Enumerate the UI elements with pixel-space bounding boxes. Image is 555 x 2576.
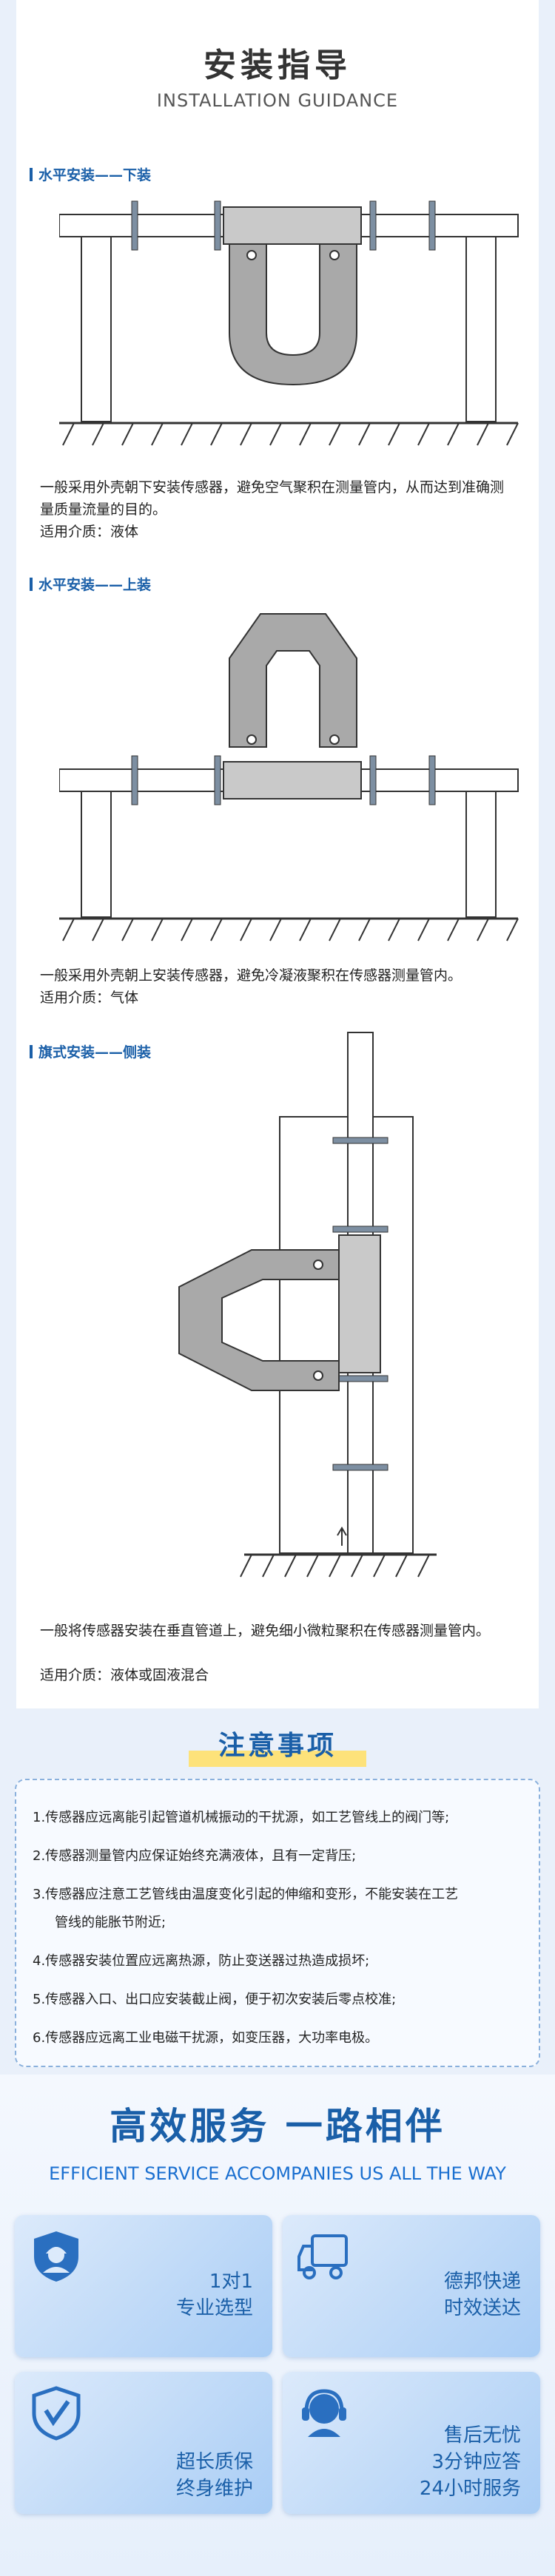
page-title: 安装指导 [204, 47, 352, 84]
notes-title: 注意事项 [0, 1720, 555, 1767]
top-mount-diagram [59, 613, 519, 942]
note-item: 4.传感器安装位置应远离热源，防止变送器过热造成损坏; [33, 1953, 370, 1969]
note-item: 5.传感器入口、出口应安装截止阀，便于初次安装后零点校准; [33, 1992, 397, 2007]
card-line: 时效送达 [443, 2297, 521, 2319]
note-item: 2.传感器测量管内应保证始终充满液体，且有一定背压; [33, 1848, 357, 1864]
card-line: 24小时服务 [419, 2478, 521, 2500]
card-line: 专业选型 [175, 2297, 253, 2319]
page-subtitle: INSTALLATION GUIDANCE [156, 90, 399, 111]
headset-icon [302, 2389, 346, 2437]
note-item: 3.传感器应注意工艺管线由温度变化引起的伸缩和变形，不能安装在工艺 [33, 1887, 459, 1902]
card-line: 1对1 [209, 2271, 253, 2293]
bottom-mount-diagram [59, 200, 519, 446]
notes-box: 1.传感器应远离能引起管道机械振动的干扰源，如工艺管线上的阀门等; 2.传感器测… [15, 1779, 540, 2067]
section-medium: 适用介质：液体或固液混合 [40, 1667, 209, 1683]
section-medium: 适用介质：液体 [40, 524, 139, 540]
shield-check-icon [32, 2386, 81, 2441]
flag-mount-diagram [178, 1032, 437, 1578]
card-line: 终身维护 [175, 2478, 253, 2500]
service-card: 德邦快递 时效送达 [283, 2215, 540, 2357]
section-label-bottom-mount: 水平安装——下装 [30, 164, 151, 184]
service-card: 超长质保 终身维护 [15, 2372, 272, 2514]
service-title: 高效服务 一路相伴 [110, 2105, 445, 2148]
note-item: 管线的能胀节附近; [55, 1915, 166, 1930]
truck-icon [297, 2234, 348, 2279]
note-item: 6.传感器应远离工业电磁干扰源，如变压器，大功率电极。 [33, 2030, 379, 2046]
card-line: 超长质保 [175, 2451, 253, 2473]
card-line: 德邦快递 [443, 2271, 521, 2293]
section-desc: 一般采用外壳朝上安装传感器，避免冷凝液聚积在传感器测量管内。 [40, 967, 462, 984]
note-item: 1.传感器应远离能引起管道机械振动的干扰源，如工艺管线上的阀门等; [33, 1810, 450, 1825]
section-medium: 适用介质：气体 [40, 990, 139, 1006]
service-card: 售后无忧 3分钟应答 24小时服务 [283, 2372, 540, 2514]
section-label-top-mount: 水平安装——上装 [30, 574, 151, 594]
card-line: 售后无忧 [443, 2424, 521, 2447]
engineer-icon [34, 2231, 78, 2282]
section-desc: 一般采用外壳朝下安装传感器，避免空气聚积在测量管内，从而达到准确测量质量流量的目… [40, 479, 505, 518]
card-line: 3分钟应答 [431, 2451, 521, 2473]
section-desc: 一般将传感器安装在垂直管道上，避免细小微粒聚积在传感器测量管内。 [40, 1623, 491, 1639]
service-card: 1对1 专业选型 [15, 2215, 272, 2357]
service-subtitle: EFFICIENT SERVICE ACCOMPANIES US ALL THE… [49, 2163, 506, 2184]
section-label-flag-mount: 旗式安装——侧装 [30, 1041, 151, 1061]
